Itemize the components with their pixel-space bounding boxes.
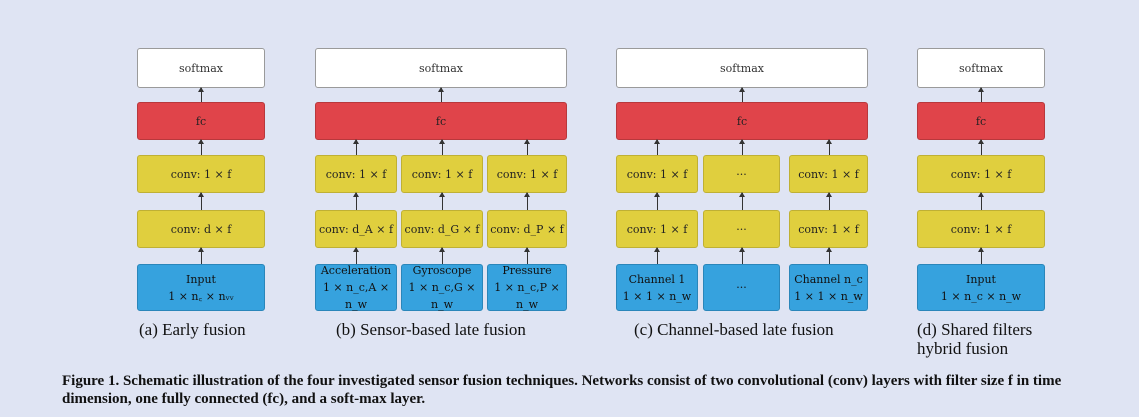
arrow-conv2-fc-b-1 — [439, 139, 445, 155]
input-dimensions: 1 × n_c,G × n_w — [408, 281, 476, 311]
arrow-input-conv1-b-0 — [353, 247, 359, 264]
input-box-b-2: Pressure 1 × n_c,P × n_w — [487, 264, 567, 311]
arrow-conv1-conv2-a-0 — [198, 192, 204, 210]
fc-box-d: fc — [917, 102, 1045, 140]
arrow-fc-softmax-a — [198, 87, 204, 102]
fc-box-a: fc — [137, 102, 265, 140]
input-label: Channel 1 — [628, 272, 686, 286]
arrow-fc-softmax-d — [978, 87, 984, 102]
arrow-input-conv1-c-1 — [738, 247, 745, 264]
fc-box-c: fc — [616, 102, 868, 140]
input-label: Pressure — [502, 264, 552, 277]
input-label: ··· — [736, 281, 747, 294]
conv1-box-d-0: conv: 1 × f — [917, 210, 1045, 248]
figure-caption: Figure 1. Schematic illustration of the … — [62, 373, 1062, 407]
arrow-conv1-conv2-d-0 — [978, 192, 984, 210]
conv1-box-b-2: conv: d_P × f — [487, 210, 567, 248]
caption-a: (a) Early fusion — [139, 320, 246, 339]
arrow-conv1-conv2-c-0 — [654, 192, 660, 210]
softmax-box-c: softmax — [616, 48, 868, 88]
input-box-a-0: Input 1 × n꜀ × nᵥᵥ — [137, 264, 265, 311]
arrow-conv2-fc-d-0 — [978, 139, 984, 155]
arrow-input-conv1-c-2 — [825, 247, 832, 264]
arrow-input-conv1-a-0 — [198, 247, 204, 264]
conv1-box-b-0: conv: d_A × f — [315, 210, 397, 248]
conv2-box-b-1: conv: 1 × f — [401, 155, 483, 193]
conv2-box-c-1: ··· — [703, 155, 780, 193]
fc-box-b: fc — [315, 102, 567, 140]
caption-d-line2: hybrid fusion — [917, 339, 1009, 358]
conv1-box-c-2: conv: 1 × f — [789, 210, 868, 248]
input-box-d-0: Input 1 × n_c × n_w — [917, 264, 1045, 311]
arrow-conv1-conv2-c-2 — [825, 192, 832, 210]
softmax-box-d: softmax — [917, 48, 1045, 88]
input-label: Acceleration — [320, 264, 392, 277]
arrow-conv1-conv2-b-2 — [524, 192, 530, 210]
arrow-conv2-fc-b-0 — [353, 139, 359, 155]
conv1-box-b-1: conv: d_G × f — [401, 210, 483, 248]
conv2-box-a-0: conv: 1 × f — [137, 155, 265, 193]
input-dimensions: 1 × n_c × n_w — [940, 289, 1022, 303]
arrow-input-conv1-d-0 — [978, 247, 984, 264]
input-box-c-2: Channel n_c 1 × 1 × n_w — [789, 264, 868, 311]
conv2-box-c-0: conv: 1 × f — [616, 155, 698, 193]
input-dimensions: 1 × n꜀ × nᵥᵥ — [168, 289, 234, 303]
input-box-b-1: Gyroscope 1 × n_c,G × n_w — [401, 264, 483, 311]
arrow-conv1-conv2-b-0 — [353, 192, 359, 210]
input-dimensions: 1 × n_c,A × n_w — [322, 281, 390, 311]
input-label: Input — [186, 272, 216, 286]
arrow-input-conv1-b-1 — [439, 247, 445, 264]
caption-c: (c) Channel-based late fusion — [634, 320, 834, 339]
input-label: Channel n_c — [794, 272, 863, 286]
arrow-conv1-conv2-b-1 — [439, 192, 445, 210]
caption-d: (d) Shared filters — [917, 320, 1033, 339]
arrow-conv2-fc-b-2 — [524, 139, 530, 155]
conv1-box-c-0: conv: 1 × f — [616, 210, 698, 248]
caption-b: (b) Sensor-based late fusion — [336, 320, 526, 339]
arrow-input-conv1-b-2 — [524, 247, 530, 264]
conv2-box-b-2: conv: 1 × f — [487, 155, 567, 193]
conv2-box-c-2: conv: 1 × f — [789, 155, 868, 193]
conv2-box-b-0: conv: 1 × f — [315, 155, 397, 193]
input-box-c-1: ··· — [703, 264, 780, 311]
input-label: Gyroscope — [412, 264, 472, 277]
conv1-box-a-0: conv: d × f — [137, 210, 265, 248]
arrow-conv2-fc-c-0 — [654, 139, 660, 155]
softmax-box-a: softmax — [137, 48, 265, 88]
arrow-conv2-fc-a-0 — [198, 139, 204, 155]
input-dimensions: 1 × 1 × n_w — [622, 289, 692, 303]
input-label: Input — [966, 272, 996, 286]
input-box-c-0: Channel 1 1 × 1 × n_w — [616, 264, 698, 311]
conv2-box-d-0: conv: 1 × f — [917, 155, 1045, 193]
conv1-box-c-1: ··· — [703, 210, 780, 248]
input-dimensions: 1 × 1 × n_w — [794, 289, 863, 303]
input-dimensions: 1 × n_c,P × n_w — [494, 281, 560, 311]
softmax-box-b: softmax — [315, 48, 567, 88]
arrow-fc-softmax-b — [438, 87, 444, 102]
arrow-conv2-fc-c-2 — [825, 139, 832, 155]
input-box-b-0: Acceleration 1 × n_c,A × n_w — [315, 264, 397, 311]
arrow-input-conv1-c-0 — [654, 247, 660, 264]
arrow-conv1-conv2-c-1 — [738, 192, 745, 210]
arrow-fc-softmax-c — [739, 87, 745, 102]
arrow-conv2-fc-c-1 — [738, 139, 745, 155]
